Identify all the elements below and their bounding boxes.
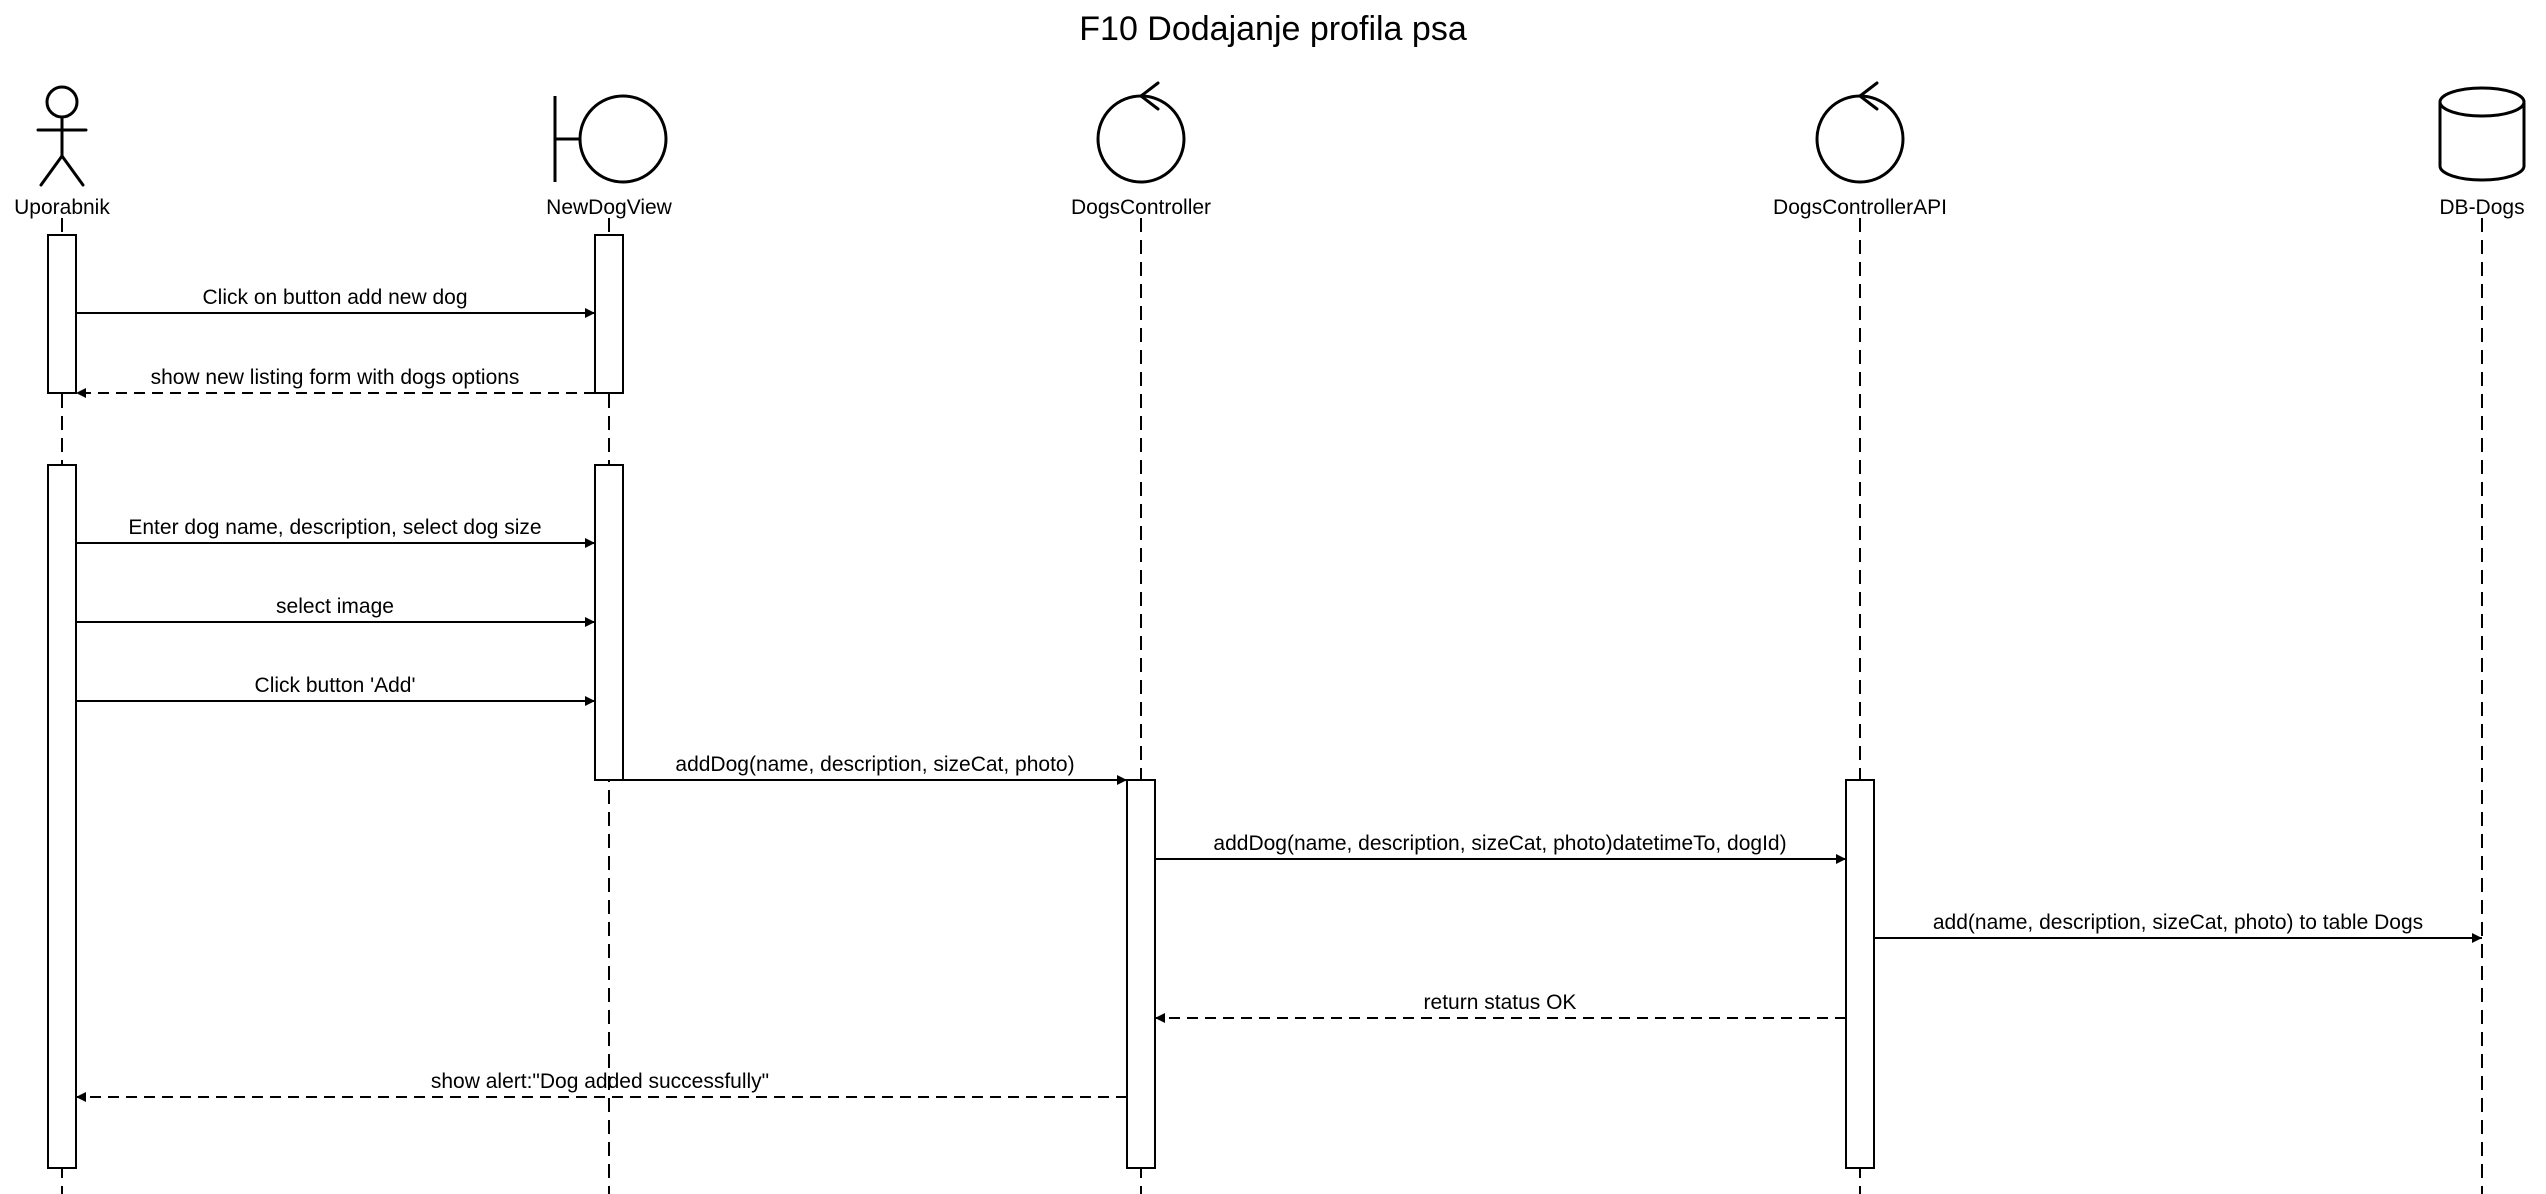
message-label: addDog(name, description, sizeCat, photo… — [675, 753, 1074, 776]
participant-dogscontroller: DogsController — [1071, 81, 1211, 219]
message-adddog-to-api: addDog(name, description, sizeCat, photo… — [1155, 832, 1846, 864]
activation-uporabnik-1 — [47, 234, 77, 394]
participant-label: DB-Dogs — [2439, 196, 2524, 219]
message-show-alert: show alert:"Dog added successfully" — [76, 1070, 1127, 1102]
message-label: Click on button add new dog — [202, 286, 467, 309]
activation-uporabnik-2 — [47, 464, 77, 1169]
message-adddog-to-controller: addDog(name, description, sizeCat, photo… — [623, 753, 1127, 785]
message-show-listing-form: show new listing form with dogs options — [76, 366, 595, 398]
control-icon — [1096, 81, 1186, 184]
participant-newdogview: NewDogView — [546, 94, 673, 219]
message-label: show new listing form with dogs options — [151, 366, 520, 389]
diagram-title: F10 Dodajanje profila psa — [1079, 10, 1467, 48]
activations — [47, 234, 1875, 1169]
messages: Click on button add new dog show new lis… — [76, 286, 2482, 1102]
message-label: addDog(name, description, sizeCat, photo… — [1213, 832, 1786, 855]
control-icon — [1815, 81, 1905, 184]
message-click-add-new-dog: Click on button add new dog — [76, 286, 595, 318]
participant-uporabnik: Uporabnik — [14, 85, 110, 219]
participant-label: DogsController — [1071, 196, 1211, 219]
message-return-status-ok: return status OK — [1155, 991, 1846, 1023]
message-add-to-table: add(name, description, sizeCat, photo) t… — [1874, 911, 2482, 943]
actor-icon — [36, 85, 88, 187]
message-enter-dog-details: Enter dog name, description, select dog … — [76, 516, 595, 548]
lifelines — [61, 218, 2483, 1194]
participant-db-dogs: DB-Dogs — [2438, 86, 2526, 219]
message-select-image: select image — [76, 595, 595, 627]
message-label: select image — [276, 595, 394, 618]
message-label: return status OK — [1424, 991, 1577, 1014]
message-label: Click button 'Add' — [255, 674, 416, 697]
boundary-icon — [553, 94, 668, 184]
message-click-add: Click button 'Add' — [76, 674, 595, 706]
activation-newdogview-2 — [594, 464, 624, 781]
participant-label: Uporabnik — [14, 196, 110, 219]
message-label: Enter dog name, description, select dog … — [128, 516, 541, 539]
message-label: add(name, description, sizeCat, photo) t… — [1933, 911, 2423, 934]
message-label: show alert:"Dog added successfully" — [431, 1070, 769, 1093]
activation-dogscontroller — [1126, 779, 1156, 1169]
activation-newdogview-1 — [594, 234, 624, 394]
participant-dogscontrollerapi: DogsControllerAPI — [1773, 81, 1947, 219]
participant-label: DogsControllerAPI — [1773, 196, 1947, 219]
activation-dogscontrollerapi — [1845, 779, 1875, 1169]
database-icon — [2438, 86, 2526, 182]
participant-label: NewDogView — [546, 196, 673, 219]
